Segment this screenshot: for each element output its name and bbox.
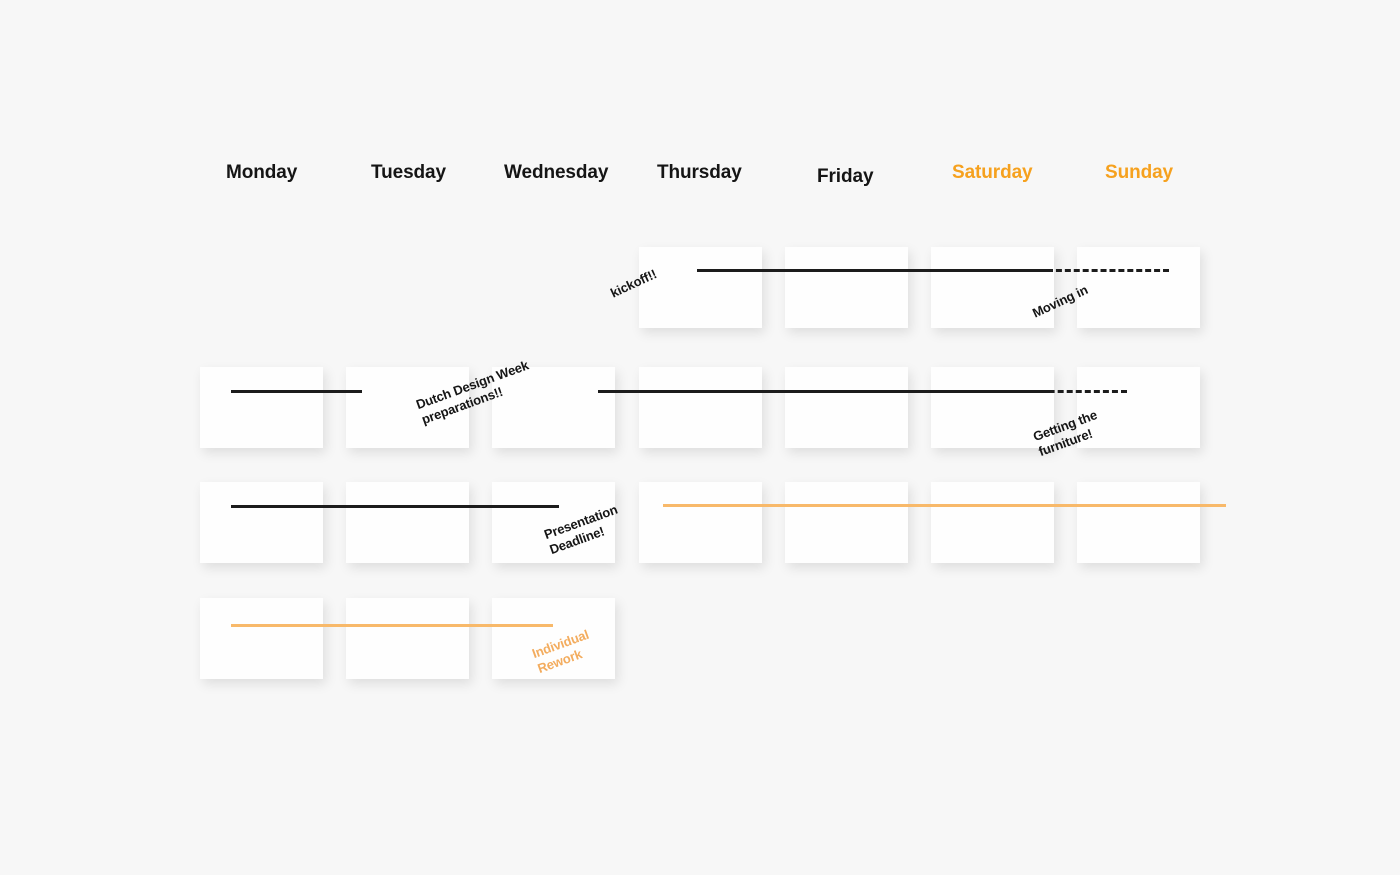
day-card-monday-row3[interactable] [200, 482, 323, 563]
day-card-thursday-row2[interactable] [639, 367, 762, 448]
day-card-monday-row4[interactable] [200, 598, 323, 679]
day-card-saturday-row1[interactable] [931, 247, 1054, 328]
day-header-thursday[interactable]: Thursday [657, 162, 742, 183]
day-header-saturday[interactable]: Saturday [952, 162, 1033, 183]
day-card-friday-row3[interactable] [785, 482, 908, 563]
day-card-wednesday-row3[interactable] [492, 482, 615, 563]
day-card-sunday-row1[interactable] [1077, 247, 1200, 328]
day-card-tuesday-row3[interactable] [346, 482, 469, 563]
day-header-wednesday[interactable]: Wednesday [504, 162, 609, 183]
day-card-wednesday-row2[interactable] [492, 367, 615, 448]
day-card-saturday-row3[interactable] [931, 482, 1054, 563]
day-header-tuesday[interactable]: Tuesday [371, 162, 446, 183]
day-card-thursday-row1[interactable] [639, 247, 762, 328]
day-card-sunday-row3[interactable] [1077, 482, 1200, 563]
day-card-tuesday-row4[interactable] [346, 598, 469, 679]
day-card-tuesday-row2[interactable] [346, 367, 469, 448]
day-header-sunday[interactable]: Sunday [1105, 162, 1174, 183]
day-card-monday-row2[interactable] [200, 367, 323, 448]
day-card-friday-row1[interactable] [785, 247, 908, 328]
day-header-friday[interactable]: Friday [817, 166, 874, 187]
day-header-monday[interactable]: Monday [226, 162, 298, 183]
day-card-wednesday-row4[interactable] [492, 598, 615, 679]
day-card-friday-row2[interactable] [785, 367, 908, 448]
day-card-thursday-row3[interactable] [639, 482, 762, 563]
day-card-saturday-row2[interactable] [931, 367, 1054, 448]
day-card-sunday-row2[interactable] [1077, 367, 1200, 448]
